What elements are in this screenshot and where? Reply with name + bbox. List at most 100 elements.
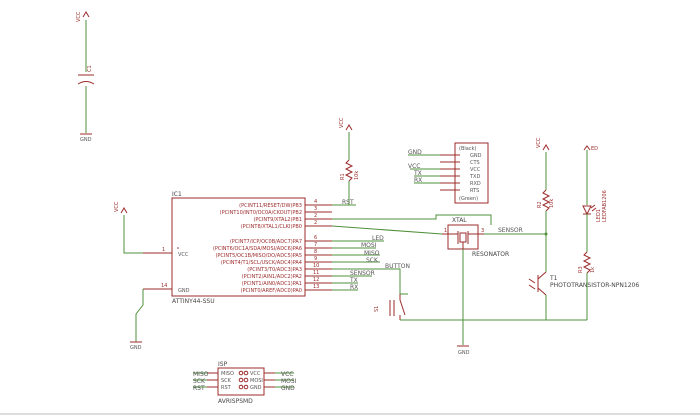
ic1-pin-pa6: (PCINT6/OC1A/SDA/MOSI/ADC6)PA6 [213,246,302,252]
ftdi-pin-vcc: VCC [470,167,481,173]
isp-net-vcc: VCC [281,371,293,378]
xtal-value: RESONATOR [472,251,509,258]
vcc-symbol-c1: VCC [76,11,90,22]
ic1-net-wires: RST LED MOSI MISO SCK BUTTON SENSOR TX R… [331,199,492,294]
ic1-pin-pa3: (PCINT3/T0/ADC3)PA3 [247,267,302,273]
r1-value: 10k [354,171,360,180]
isp-pin-dots [238,370,249,390]
ftdi-pin-cts: CTS [470,160,480,166]
sensor-net: SENSOR [484,227,548,236]
ftdi-pin-rxd: RXD [470,181,481,187]
net-sensor-xtal: SENSOR [498,227,523,234]
resistor-r1: R1 10k [340,132,360,203]
isp-pin-miso: MISO [221,371,234,377]
isp-net-mosi: MOSI [281,378,297,385]
isp-part: AVRISPSMD [218,398,253,405]
resonator-xtal: XTAL RESONATOR 1 3 [442,217,509,258]
isp-pin-rst: RST [221,385,232,391]
net-mosi: MOSI [361,242,377,249]
c1-label: C1 [87,65,93,72]
pin-num-10: 10 [313,263,319,269]
net-miso: MISO [364,250,380,257]
ic1-pin-gnd-num: 14 [161,283,167,289]
ftdi-net-vcc: VCC [408,163,420,170]
isp-name: ISP [218,361,228,368]
capacitor-c1: C1 [77,20,95,133]
ftdi-header: (Black) (Green) GND CTS VCC TXD RXD RTS … [408,142,489,204]
vcc-label-r2: VCC [536,137,542,148]
isp-net-rst: RST [193,385,205,392]
ic1-attiny44: IC1 ATTINY44-SSU VCC GND 1 14 (PCINT11/R… [143,191,332,305]
net-sck: SCK [366,257,379,264]
pin-num-11: 11 [313,270,319,276]
switch-s1: S1 [374,294,406,320]
r2-name: R2 [537,201,543,208]
pin-num-12: 12 [313,277,319,283]
resistor-r3: R3 1k [578,251,596,274]
gnd-symbol-xtal: GND [457,345,470,356]
vcc-symbol-r1: VCC [339,117,353,131]
net-rst: RST [342,199,354,206]
ic1-gnd-net: GND [130,289,144,351]
ic1-pin-pb3: (PCINT11/RESET/DW)PB3 [239,203,302,209]
ic1-pin-pa0: (PCINT0/AREF/ADC0)PA0 [241,288,302,294]
vcc-label-ic: VCC [114,201,120,212]
ed-power-symbol: ED [583,145,598,152]
vcc-label-r1: VCC [339,117,345,128]
t1-value: PHOTOTRANSISTOR-NPN1206 [550,282,639,289]
r3-name: R3 [578,266,584,273]
ic1-gnd-pin-label: GND [178,288,190,294]
ic1-pin-pb2: (PCINT10/INT0/OC0A/CKOUT)PB2 [220,210,302,216]
ic1-pin-numbers: 4 3 2 2 6 7 8 9 10 11 12 13 [313,199,319,290]
ic1-pin-pb0: (PCINT8/XTAL1/CLKI)PB0 [241,224,302,230]
led-name: LED1 [596,209,602,222]
pin-num-7: 7 [314,242,317,248]
phototransistor-t1: T1 PHOTOTRANSISTOR-NPN1206 [528,271,639,296]
net-led: LED [372,235,384,242]
ftdi-top-label: (Black) [459,146,476,152]
ic1-vcc-pin-label: VCC [178,252,189,258]
net-tx: TX [349,277,358,284]
r1-name: R1 [340,173,346,180]
ftdi-net-rx: RX [414,177,422,184]
ic1-pin-pa1: (PCINT1/AIN0/ADC1)PA1 [242,281,302,287]
isp-header: ISP AVRISPSMD MISO SCK RST VCC MOSI GND [193,361,297,405]
ic1-name: IC1 [172,191,182,198]
ic1-pin-pa2: (PCINT2/AIN1/ADC2)PA2 [242,274,302,280]
resistor-r2: R2 10k [537,152,555,260]
pin-num-6: 6 [314,235,317,241]
vcc-symbol-r2: VCC [536,137,550,151]
ic1-pin-pa7: (PCINT7/ICP/OC0B/ADC7)PA7 [230,239,302,245]
ed-label: ED [591,146,598,152]
pin-num-13: 13 [313,284,319,290]
gnd-label-ic: GND [130,345,142,351]
isp-pin-mosi: MOSI [250,378,263,384]
net-button: BUTTON [385,263,410,270]
ic1-pin-vcc-num: 1 [162,247,165,253]
t1-name: T1 [549,275,558,282]
pin-num-9: 9 [314,256,317,262]
ftdi-net-gnd: GND [408,149,422,156]
ic1-vcc-net: VCC [114,201,143,254]
pin-num-2b: 2 [314,220,317,226]
ftdi-bottom-label: (Green) [459,196,478,202]
xtal-name: XTAL [452,217,467,224]
xtal-pin-3: 3 [481,228,484,234]
isp-net-gnd: GND [281,385,295,392]
ftdi-pin-gnd: GND [470,153,482,159]
xtal-pin-1: 1 [444,228,447,234]
r2-value: 10k [549,199,555,208]
led-value: LEDFAB1206 [602,190,608,222]
ftdi-pin-txd: TXD [469,174,480,180]
pin-num-2a: 2 [314,213,317,219]
gnd-symbol-c1: GND [80,133,92,143]
gnd-label: GND [80,137,92,143]
isp-pin-vcc: VCC [250,371,261,377]
gnd-label-xtal: GND [458,350,470,356]
isp-pin-sck: SCK [221,378,232,384]
ftdi-pin-rts: RTS [470,188,479,194]
isp-pin-gnd: GND [250,385,262,391]
ic1-part: ATTINY44-SSU [172,298,215,305]
ftdi-pin-stubs [440,154,460,191]
